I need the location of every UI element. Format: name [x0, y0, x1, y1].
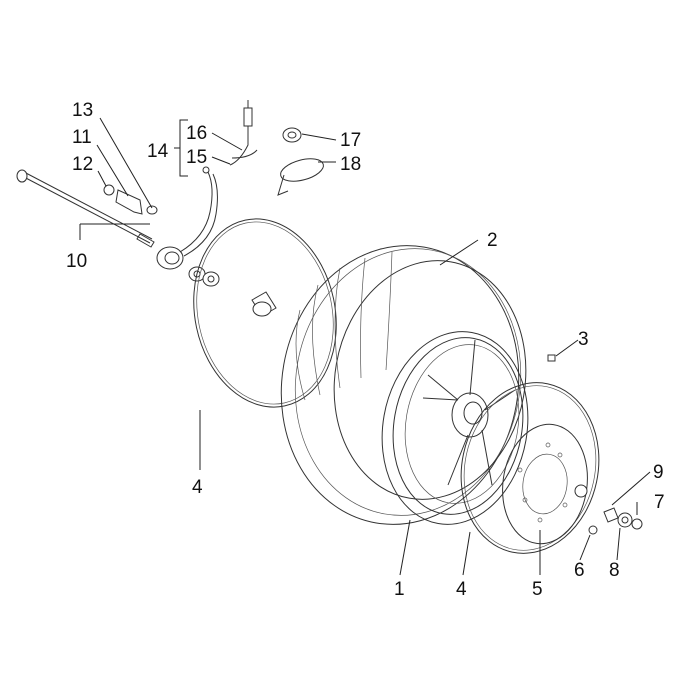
callout-2: 2: [487, 230, 498, 251]
callout-16: 16: [186, 123, 207, 144]
callout-15: 15: [186, 147, 207, 168]
axle-part: [16, 169, 155, 248]
callout-9: 9: [653, 462, 664, 483]
leader-lines: [79, 117, 651, 576]
callout-10: 10: [66, 251, 87, 272]
disc-screw-part: [588, 525, 598, 535]
callout-labels: 13 11 12 10 14 16 15 17 18 2 3 4 9 7 8 6…: [66, 100, 665, 600]
callout-4-left: 4: [192, 477, 203, 498]
callout-1: 1: [394, 579, 405, 600]
callout-5: 5: [532, 579, 543, 600]
callout-13: 13: [72, 100, 93, 121]
callout-3: 3: [578, 329, 589, 350]
callout-12: 12: [72, 154, 93, 175]
spring-clip-part: [277, 158, 324, 196]
rim-part: [381, 331, 529, 525]
callout-14: 14: [147, 141, 169, 162]
bracket-part: [103, 184, 158, 215]
bearing-part: [188, 266, 220, 287]
callout-11: 11: [72, 127, 92, 148]
callout-17: 17: [340, 130, 361, 151]
clamp-part: [282, 127, 302, 143]
hub-bushing-part: [574, 484, 643, 530]
callout-8: 8: [609, 560, 620, 581]
callout-6: 6: [574, 560, 585, 581]
callout-7: 7: [654, 492, 665, 513]
callout-4-right: 4: [456, 579, 467, 600]
spacer-part: [251, 291, 277, 317]
speedometer-drive-part: [156, 100, 258, 270]
seal-ring-left: [193, 218, 337, 408]
bolt-part: [547, 354, 556, 362]
callout-18: 18: [340, 154, 361, 175]
seal-ring-right: [460, 382, 600, 554]
